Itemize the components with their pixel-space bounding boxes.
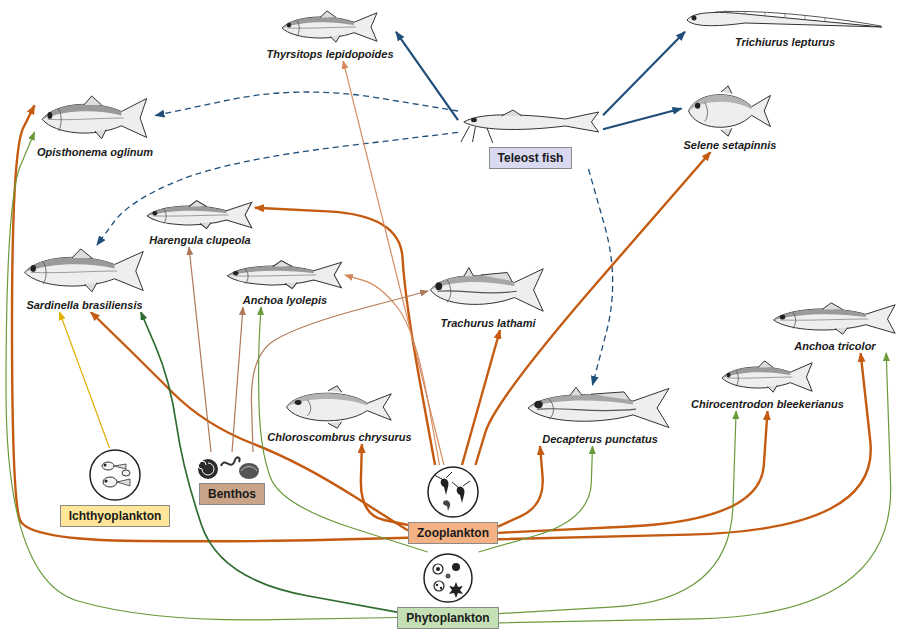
illustration-slot — [771, 300, 899, 338]
species-label: Chirocentrodon bleekerianus — [689, 397, 846, 411]
species-label: Anchoa tricolor — [792, 339, 877, 353]
plankton-icon — [428, 467, 478, 517]
fish-drawing — [227, 261, 341, 289]
illustration-slot — [197, 452, 267, 480]
feeding-link — [251, 291, 428, 452]
fish-drawing — [282, 11, 377, 42]
illustration-slot — [458, 108, 603, 144]
species-label: Chloroscombrus chrysurus — [265, 430, 413, 444]
feeding-link — [361, 444, 408, 525]
species-node: Trichiurus lepturus — [685, 6, 885, 49]
feeding-link — [6, 132, 397, 620]
feeding-link — [141, 312, 397, 612]
box-label: Teleost fish — [489, 147, 573, 169]
species-label: Decapterus punctatus — [540, 432, 660, 446]
feeding-link — [603, 32, 685, 116]
species-label: Thyrsitops lepidopoides — [264, 47, 395, 61]
fish-drawing — [147, 201, 252, 229]
feeding-link — [498, 446, 543, 527]
feeding-link — [396, 32, 458, 120]
group-box: Ichthyoplankton — [60, 448, 171, 527]
plankton-icon — [424, 554, 472, 602]
box-label: Ichthyoplankton — [60, 505, 171, 527]
illustration-slot — [428, 265, 548, 315]
fish-drawing — [430, 268, 543, 312]
feeding-link — [343, 61, 444, 465]
feeding-link — [232, 307, 243, 452]
box-label: Phytoplankton — [397, 607, 498, 629]
illustration-slot — [422, 552, 474, 604]
illustration-slot — [22, 245, 147, 297]
species-node: Harengula clupeola — [145, 198, 255, 247]
fish-drawing — [689, 86, 771, 136]
fish-drawing — [687, 10, 882, 27]
fish-drawing — [722, 361, 812, 392]
illustration-slot — [525, 385, 675, 431]
species-label: Anchoa lyolepis — [241, 293, 329, 307]
feeding-link — [12, 105, 408, 541]
illustration-slot — [225, 258, 345, 292]
fish-drawing — [774, 303, 896, 334]
illustration-slot — [40, 92, 150, 144]
illustration-slot — [685, 85, 775, 137]
group-box: Zooplankton — [408, 465, 498, 544]
species-label: Harengula clupeola — [147, 233, 252, 247]
fish-drawing — [528, 387, 669, 427]
feeding-link — [498, 411, 768, 533]
species-node: Anchoa lyolepis — [225, 258, 345, 307]
benthos-icon — [198, 457, 259, 479]
feeding-link — [603, 109, 682, 130]
feeding-link — [499, 411, 736, 614]
fish-drawing — [287, 386, 392, 429]
species-label: Sardinella brasiliensis — [24, 298, 144, 312]
plankton-icon — [90, 450, 140, 500]
species-label: Opisthonema oglinum — [35, 145, 155, 159]
feeding-link — [498, 353, 871, 539]
illustration-slot — [685, 6, 885, 34]
fish-drawing — [42, 96, 147, 139]
feeding-link — [499, 353, 891, 623]
species-node: Decapterus punctatus — [525, 385, 675, 446]
fish-drawing — [25, 249, 144, 292]
species-label: Trichiurus lepturus — [733, 35, 837, 49]
feeding-link — [189, 247, 211, 452]
group-box: Phytoplankton — [397, 552, 499, 629]
species-node: Chirocentrodon bleekerianus — [689, 358, 846, 411]
species-label: Trachurus lathami — [438, 316, 537, 330]
species-node: Opisthonema oglinum — [35, 92, 156, 159]
illustration-slot — [280, 8, 380, 46]
species-label: Selene setapinnis — [682, 138, 779, 152]
feeding-link — [476, 152, 711, 465]
feeding-link — [259, 307, 428, 552]
species-node: Chloroscombrus chrysurus — [265, 385, 414, 444]
feeding-link — [60, 312, 110, 448]
feeding-link — [91, 312, 408, 531]
illustration-slot — [145, 198, 255, 232]
illustration-slot — [282, 385, 397, 429]
species-node: Trachurus lathami — [428, 265, 548, 330]
illustration-slot — [88, 448, 142, 502]
box-label: Benthos — [199, 483, 265, 505]
fish-drawing — [461, 110, 599, 143]
illustration-slot — [426, 465, 480, 519]
species-node: Sardinella brasiliensis — [22, 245, 147, 312]
group-box: Teleost fish — [458, 108, 603, 169]
feeding-link — [156, 92, 459, 115]
species-node: Anchoa tricolor — [771, 300, 899, 353]
box-label: Zooplankton — [408, 522, 498, 544]
species-node: Selene setapinnis — [682, 85, 779, 152]
group-box: Benthos — [197, 452, 267, 505]
species-node: Thyrsitops lepidopoides — [264, 8, 396, 61]
illustration-slot — [720, 358, 815, 396]
